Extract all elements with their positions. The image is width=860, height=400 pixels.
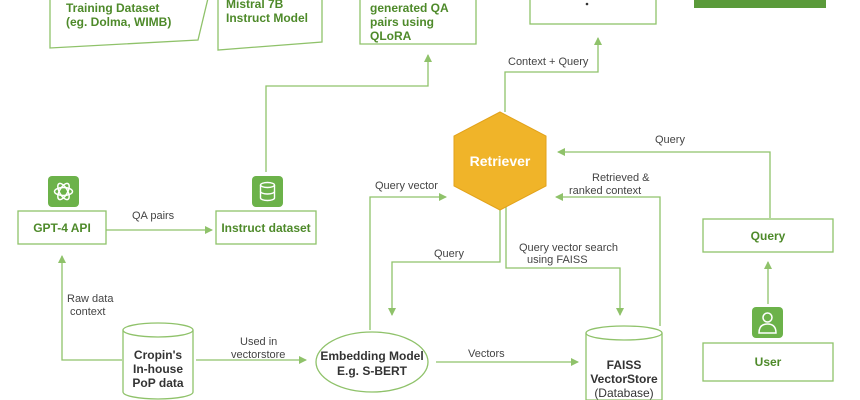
query-box-label: Query — [751, 229, 786, 243]
llm-output-node — [529, 0, 657, 25]
raw-data-label-line1: Raw data — [67, 293, 114, 305]
finetune-line2: pairs using — [370, 15, 434, 29]
query-top-label: Query — [655, 134, 685, 146]
dark-green-block — [694, 0, 826, 8]
cropin-to-gpt4-arrow — [58, 255, 122, 361]
retrieved-label-line1: Retrieved & — [592, 172, 650, 184]
retriever-label: Retriever — [470, 153, 531, 169]
openai-logo-icon — [48, 176, 79, 207]
cropin-line1: Cropin's — [134, 348, 183, 362]
instruct-dataset-node: Instruct dataset — [215, 210, 317, 245]
training-dataset-node: Training Dataset (eg. Dolma, WIMB) — [49, 0, 209, 49]
raw-data-label-line2: context — [70, 306, 105, 318]
qa-pairs-label: QA pairs — [132, 210, 175, 222]
cropin-line2: In-house — [133, 362, 183, 376]
user-icon — [752, 307, 783, 338]
finetune-line3: QLoRA — [370, 29, 412, 43]
cropin-data-node: Cropin's In-house PoP data — [122, 322, 194, 400]
context-query-label: Context + Query — [508, 56, 589, 68]
finetune-node: generated QA pairs using QLoRA — [359, 0, 477, 45]
query-to-retriever-arrow — [557, 148, 771, 218]
faiss-vectorstore-node: FAISS VectorStore (Database) — [585, 325, 663, 400]
finetune-line1: generated QA — [370, 1, 449, 15]
instruct-dataset-label: Instruct dataset — [221, 221, 310, 235]
embedding-to-retriever-arrow — [369, 193, 447, 330]
cropin-line3: PoP data — [132, 376, 183, 390]
faiss-to-retriever-arrow — [555, 193, 661, 326]
training-dataset-line2: (eg. Dolma, WIMB) — [66, 15, 171, 29]
gpt4-api-label: GPT-4 API — [33, 221, 91, 235]
mistral-model-line1: Mistral 7B — [226, 0, 284, 11]
mistral-model-line2: Instruct Model — [226, 11, 308, 25]
training-dataset-line1: Training Dataset — [66, 1, 159, 15]
faiss-line2: VectorStore — [590, 372, 658, 386]
used-in-label-line1: Used in — [240, 336, 277, 348]
faiss-line3: (Database) — [594, 386, 653, 400]
qv-search-label-line1: Query vector search — [519, 242, 618, 254]
database-icon — [252, 176, 283, 207]
query-vector-label: Query vector — [375, 180, 438, 192]
faiss-line1: FAISS — [607, 358, 642, 372]
retriever-to-faiss-arrow — [505, 207, 624, 316]
retriever-node: Retriever — [453, 111, 547, 211]
used-in-label-line2: vectorstore — [231, 349, 285, 361]
qv-search-label-line2: using FAISS — [527, 254, 588, 266]
gpt4-api-node: GPT-4 API — [17, 210, 107, 245]
mistral-model-node: Mistral 7B Instruct Model — [217, 0, 323, 51]
retrieved-label-line2: ranked context — [569, 185, 641, 197]
query-box-node: Query — [702, 218, 834, 253]
embedding-line2: E.g. S-BERT — [337, 364, 408, 378]
user-box-node: User — [702, 342, 834, 382]
embedding-model-node: Embedding Model E.g. S-BERT — [315, 331, 429, 393]
query-mid-label: Query — [434, 248, 464, 260]
embedding-line1: Embedding Model — [320, 349, 423, 363]
user-box-label: User — [755, 355, 782, 369]
vectors-label: Vectors — [468, 348, 505, 360]
instruct-to-finetune-arrow — [265, 54, 432, 172]
retriever-to-llm-arrow — [504, 37, 602, 112]
retriever-to-embedding-arrow — [388, 207, 501, 316]
